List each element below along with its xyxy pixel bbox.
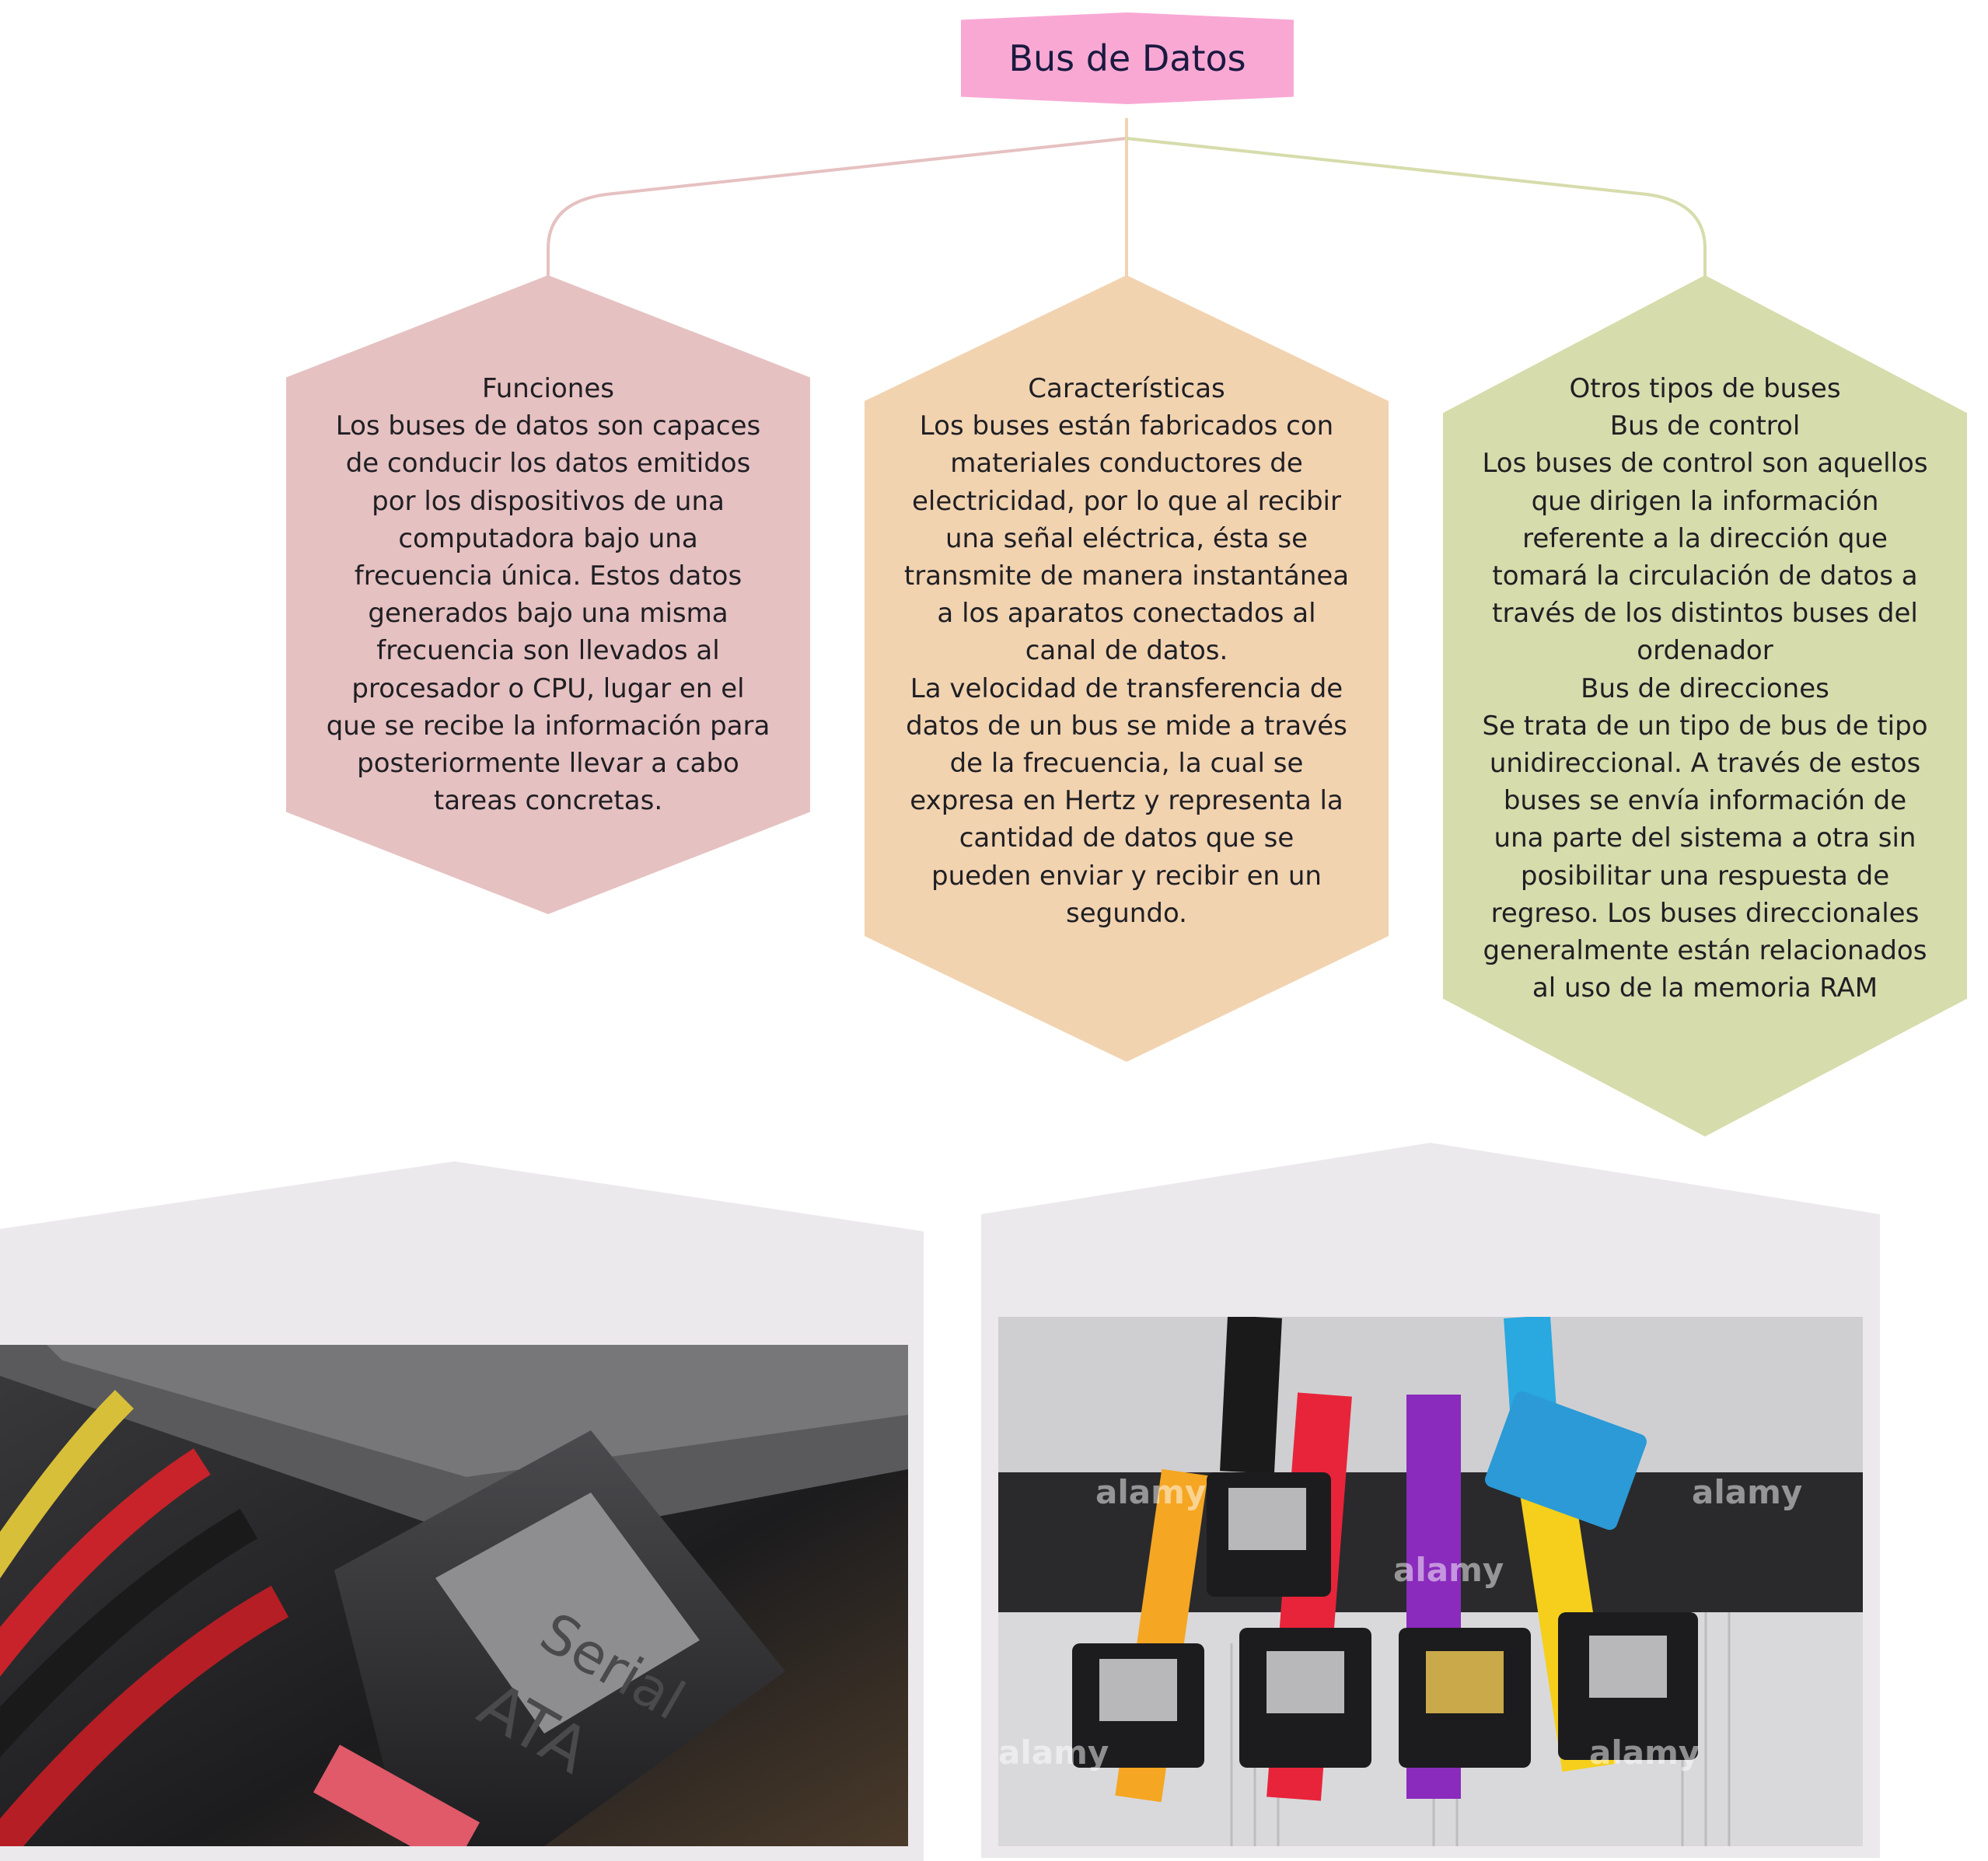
sata-closeup-image: Serial ATA: [0, 1345, 908, 1846]
title-node: Bus de Datos: [961, 12, 1294, 104]
node-caracteristicas-text: Características Los buses están fabricad…: [903, 373, 1350, 929]
sata-cables-illustration: alamy alamy alamy alamy alamy: [998, 1317, 1863, 1846]
sata-closeup-illustration: Serial ATA: [0, 1345, 908, 1846]
watermark-alamy-3: alamy: [1692, 1473, 1802, 1511]
watermark-alamy-5: alamy: [1589, 1734, 1700, 1772]
node-funciones-text: Funciones Los buses de datos son capaces…: [326, 373, 770, 817]
node-otros-text: Otros tipos de buses Bus de control Los …: [1482, 373, 1928, 1004]
watermark-alamy-2: alamy: [1393, 1551, 1504, 1589]
node-funciones: [286, 275, 810, 914]
connector-funciones: [547, 137, 1127, 277]
node-otros: [1443, 275, 1967, 1137]
title-text: Bus de Datos: [1008, 37, 1246, 79]
node-caracteristicas: [865, 275, 1389, 1062]
connector-otros: [1126, 137, 1707, 277]
sata-cables-image: alamy alamy alamy alamy alamy: [998, 1317, 1863, 1846]
watermark-alamy-1: alamy: [1095, 1473, 1206, 1511]
watermark-alamy-4: alamy: [998, 1734, 1109, 1772]
